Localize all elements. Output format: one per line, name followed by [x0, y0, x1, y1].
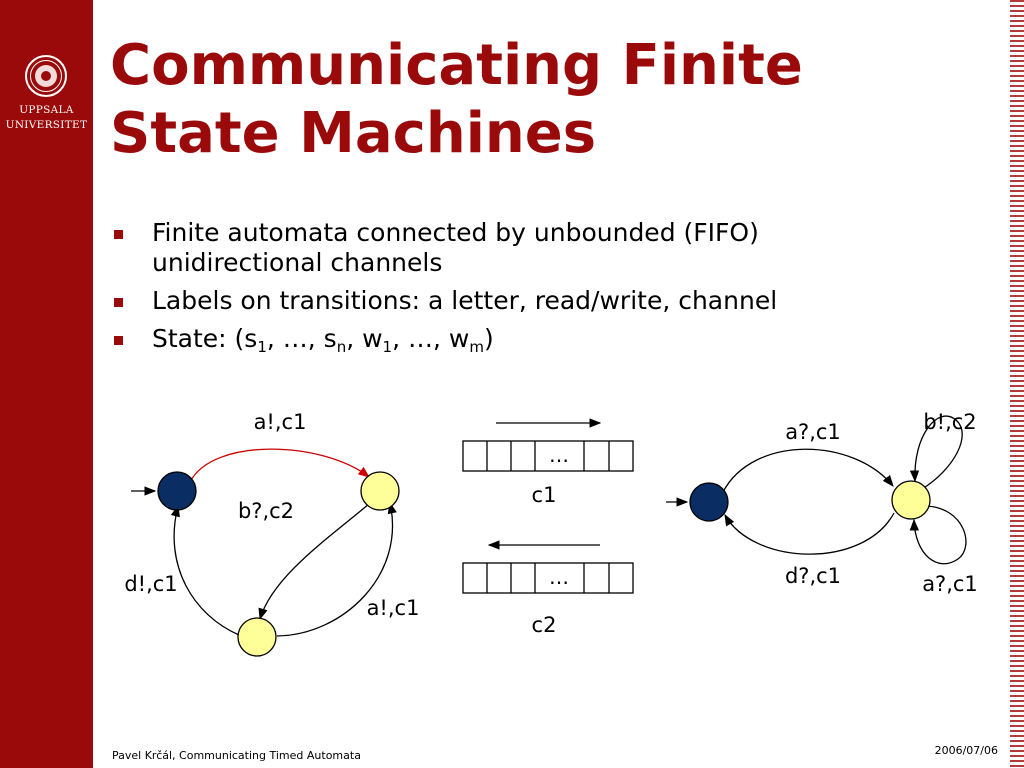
edge-label: a!,c1	[367, 596, 420, 620]
channel-c2: … c2	[462, 540, 634, 637]
decorative-stripe	[1010, 0, 1024, 768]
bullet-list: Finite automata connected by unbounded (…	[114, 218, 914, 362]
channel-ellipsis: …	[549, 443, 569, 467]
edge-label: a!,c1	[254, 410, 307, 434]
bullet-square-icon	[114, 298, 123, 307]
loop-bottom	[909, 505, 967, 565]
footer-date: 2006/07/06	[934, 744, 998, 757]
bullet-text: Labels on transitions: a letter, read/wr…	[152, 286, 778, 315]
sidebar: UPPSALA UNIVERSITET	[0, 0, 93, 768]
initial-state	[689, 482, 729, 522]
state	[237, 617, 277, 657]
bullet-item: State: (s1, …, sn, w1, …, wm)	[114, 324, 914, 356]
edge-left	[170, 504, 240, 636]
edge-right	[276, 501, 397, 637]
state-formula: State: (s1, …, sn, w1, …, wm)	[152, 324, 494, 356]
edge-label: a?,c1	[785, 420, 841, 444]
bullet-item: Finite automata connected by unbounded (…	[114, 218, 914, 278]
university-name-line2: UNIVERSITET	[5, 119, 88, 131]
edge-inner	[258, 502, 371, 621]
university-seal-icon	[25, 55, 67, 97]
edge-top	[189, 448, 370, 483]
bullet-square-icon	[114, 230, 123, 239]
slide-title-line2: State Machines	[110, 101, 597, 166]
bullet-item: Labels on transitions: a letter, read/wr…	[114, 286, 914, 316]
bullet-text: unidirectional channels	[152, 248, 443, 277]
edge-label: b!,c2	[923, 410, 976, 434]
bullet-square-icon	[114, 336, 123, 345]
footer-author-title: Pavel Krčál, Communicating Timed Automat…	[112, 749, 361, 762]
automata-diagram: a!,c1 b?,c2 d!,c1 a!,c1 … c1 … c2 a?,	[124, 410, 978, 657]
edge-label: d?,c1	[785, 564, 841, 588]
right-automaton: a?,c1 d?,c1 b!,c2 a?,c1	[666, 410, 978, 596]
initial-state	[157, 471, 197, 511]
channel-c1: … c1	[462, 418, 634, 507]
channel-ellipsis: …	[549, 565, 569, 589]
edge-label: d!,c1	[124, 572, 177, 596]
channel-label: c1	[532, 483, 557, 507]
slide-title: Communicating Finite State Machines	[110, 32, 803, 168]
university-name: UPPSALA UNIVERSITET	[0, 103, 93, 133]
university-name-line1: UPPSALA	[19, 104, 74, 116]
loop-top	[909, 415, 963, 490]
bullet-text: Finite automata connected by unbounded (…	[152, 218, 759, 247]
left-automaton: a!,c1 b?,c2 d!,c1 a!,c1	[124, 410, 420, 657]
channel-label: c2	[532, 613, 557, 637]
state	[360, 471, 400, 511]
edge-top	[722, 448, 894, 493]
state	[891, 480, 931, 520]
slide-title-line1: Communicating Finite	[110, 33, 803, 98]
edge-label: b?,c2	[238, 499, 294, 523]
edge-bottom	[724, 512, 895, 555]
edge-label: a?,c1	[922, 572, 978, 596]
